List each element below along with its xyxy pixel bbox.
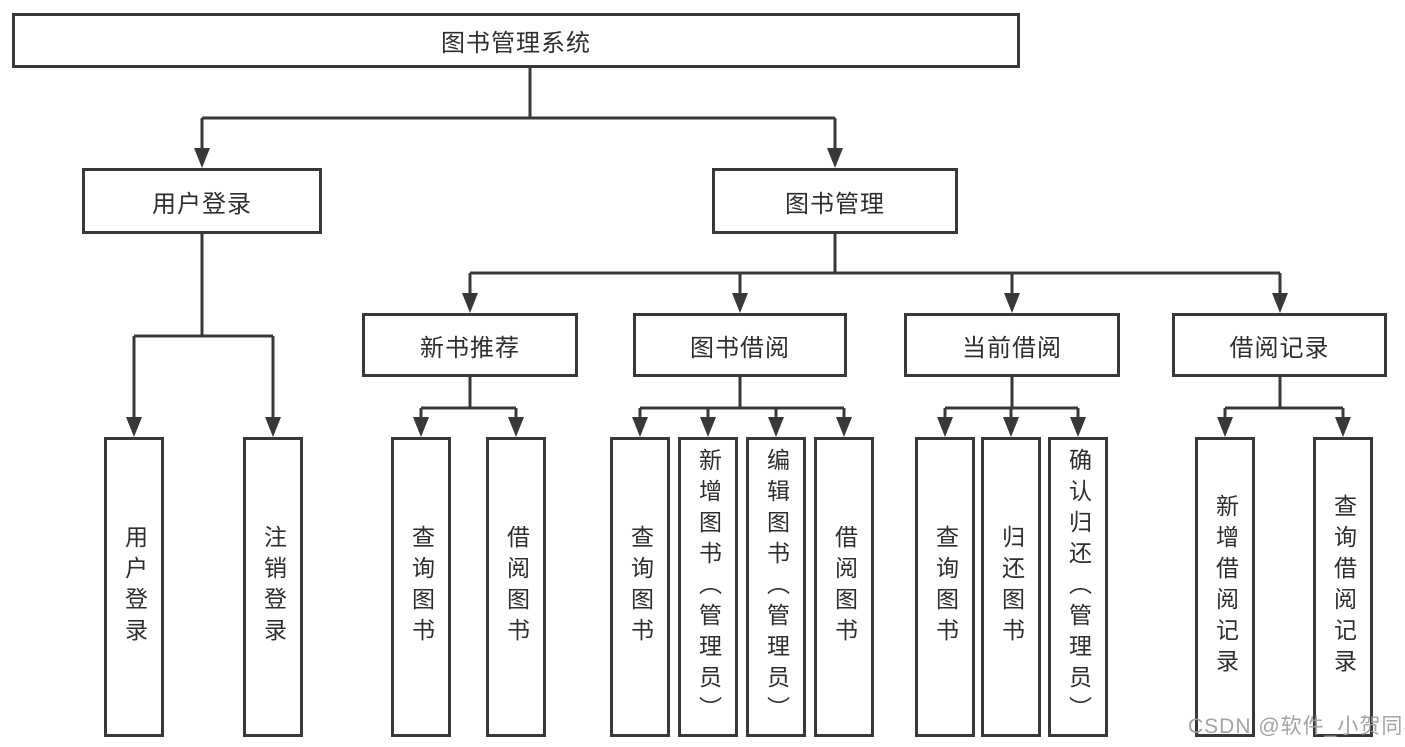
leaf-borrowing-query-books: 查询图书 <box>610 437 670 737</box>
leaf-records-query-borrow-record: 查询借阅记录 <box>1313 437 1373 737</box>
node-book-borrowing: 图书借阅 <box>633 313 847 377</box>
leaf-logout: 注销登录 <box>243 437 303 737</box>
leaf-borrowing-add-books-admin: 新增图书（管理员） <box>678 437 738 737</box>
node-book-management: 图书管理 <box>712 168 958 234</box>
leaf-borrowing-borrow-books: 借阅图书 <box>814 437 874 737</box>
leaf-current-query-books: 查询图书 <box>915 437 975 737</box>
leaf-current-confirm-return-admin: 确认归还（管理员） <box>1048 437 1108 737</box>
node-new-book-recommendation: 新书推荐 <box>362 313 578 377</box>
node-user-login: 用户登录 <box>82 168 322 234</box>
node-current-borrowing: 当前借阅 <box>904 313 1120 377</box>
leaf-user-login: 用户登录 <box>104 437 164 737</box>
node-borrowing-records: 借阅记录 <box>1172 313 1387 377</box>
watermark-text: CSDN @软件_小贺同学 <box>1188 715 1405 738</box>
leaf-newrec-query-books: 查询图书 <box>391 437 451 737</box>
leaf-newrec-borrow-books: 借阅图书 <box>486 437 546 737</box>
leaf-current-return-books: 归还图书 <box>981 437 1041 737</box>
leaf-records-add-borrow-record: 新增借阅记录 <box>1195 437 1255 737</box>
leaf-borrowing-edit-books-admin: 编辑图书（管理员） <box>746 437 806 737</box>
node-root-library-management-system: 图书管理系统 <box>12 13 1020 68</box>
arrowheads <box>126 148 1351 437</box>
